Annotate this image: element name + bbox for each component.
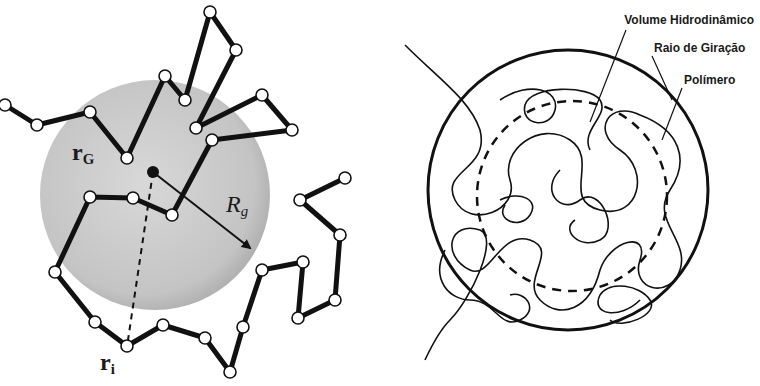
bead: [237, 321, 249, 333]
bead: [256, 89, 268, 101]
bead: [286, 124, 298, 136]
bead: [292, 312, 304, 324]
bead: [230, 44, 242, 56]
bead: [256, 264, 268, 276]
polymer-chain: [5, 12, 345, 372]
position-vector: [128, 172, 153, 340]
bead: [329, 294, 341, 306]
tangled-polymer: [405, 45, 682, 360]
bead: [204, 6, 216, 18]
leader-line: [662, 88, 682, 140]
bead: [294, 194, 306, 206]
vector-label: ri: [100, 350, 115, 377]
bead: [121, 340, 133, 352]
bead: [49, 266, 61, 278]
bead: [339, 172, 351, 184]
radius-arrow: [153, 172, 250, 248]
bead: [166, 209, 178, 221]
radius-label: Rg: [226, 192, 248, 219]
bead: [159, 70, 171, 82]
bead: [127, 192, 139, 204]
leader-line: [590, 30, 626, 122]
leader-line: [652, 56, 672, 100]
bead: [206, 134, 218, 146]
bead: [31, 119, 43, 131]
bead: [0, 99, 11, 111]
bead: [121, 152, 133, 164]
bead: [84, 191, 96, 203]
bead: [334, 229, 346, 241]
callout-label: Volume Hidrodinâmico: [624, 14, 754, 27]
gyration-circle: [428, 50, 708, 330]
bead: [84, 106, 96, 118]
callout-label: Raio de Giração: [654, 42, 745, 55]
center-of-mass: [147, 166, 159, 178]
bead: [190, 122, 202, 134]
callout-label: Polímero: [684, 74, 735, 87]
bead: [179, 94, 191, 106]
bead: [224, 366, 236, 378]
bead: [157, 319, 169, 331]
bead: [297, 256, 309, 268]
bead: [199, 332, 211, 344]
vector-label: rG: [72, 140, 94, 167]
chain-beads: [0, 6, 351, 378]
bead: [89, 316, 101, 328]
